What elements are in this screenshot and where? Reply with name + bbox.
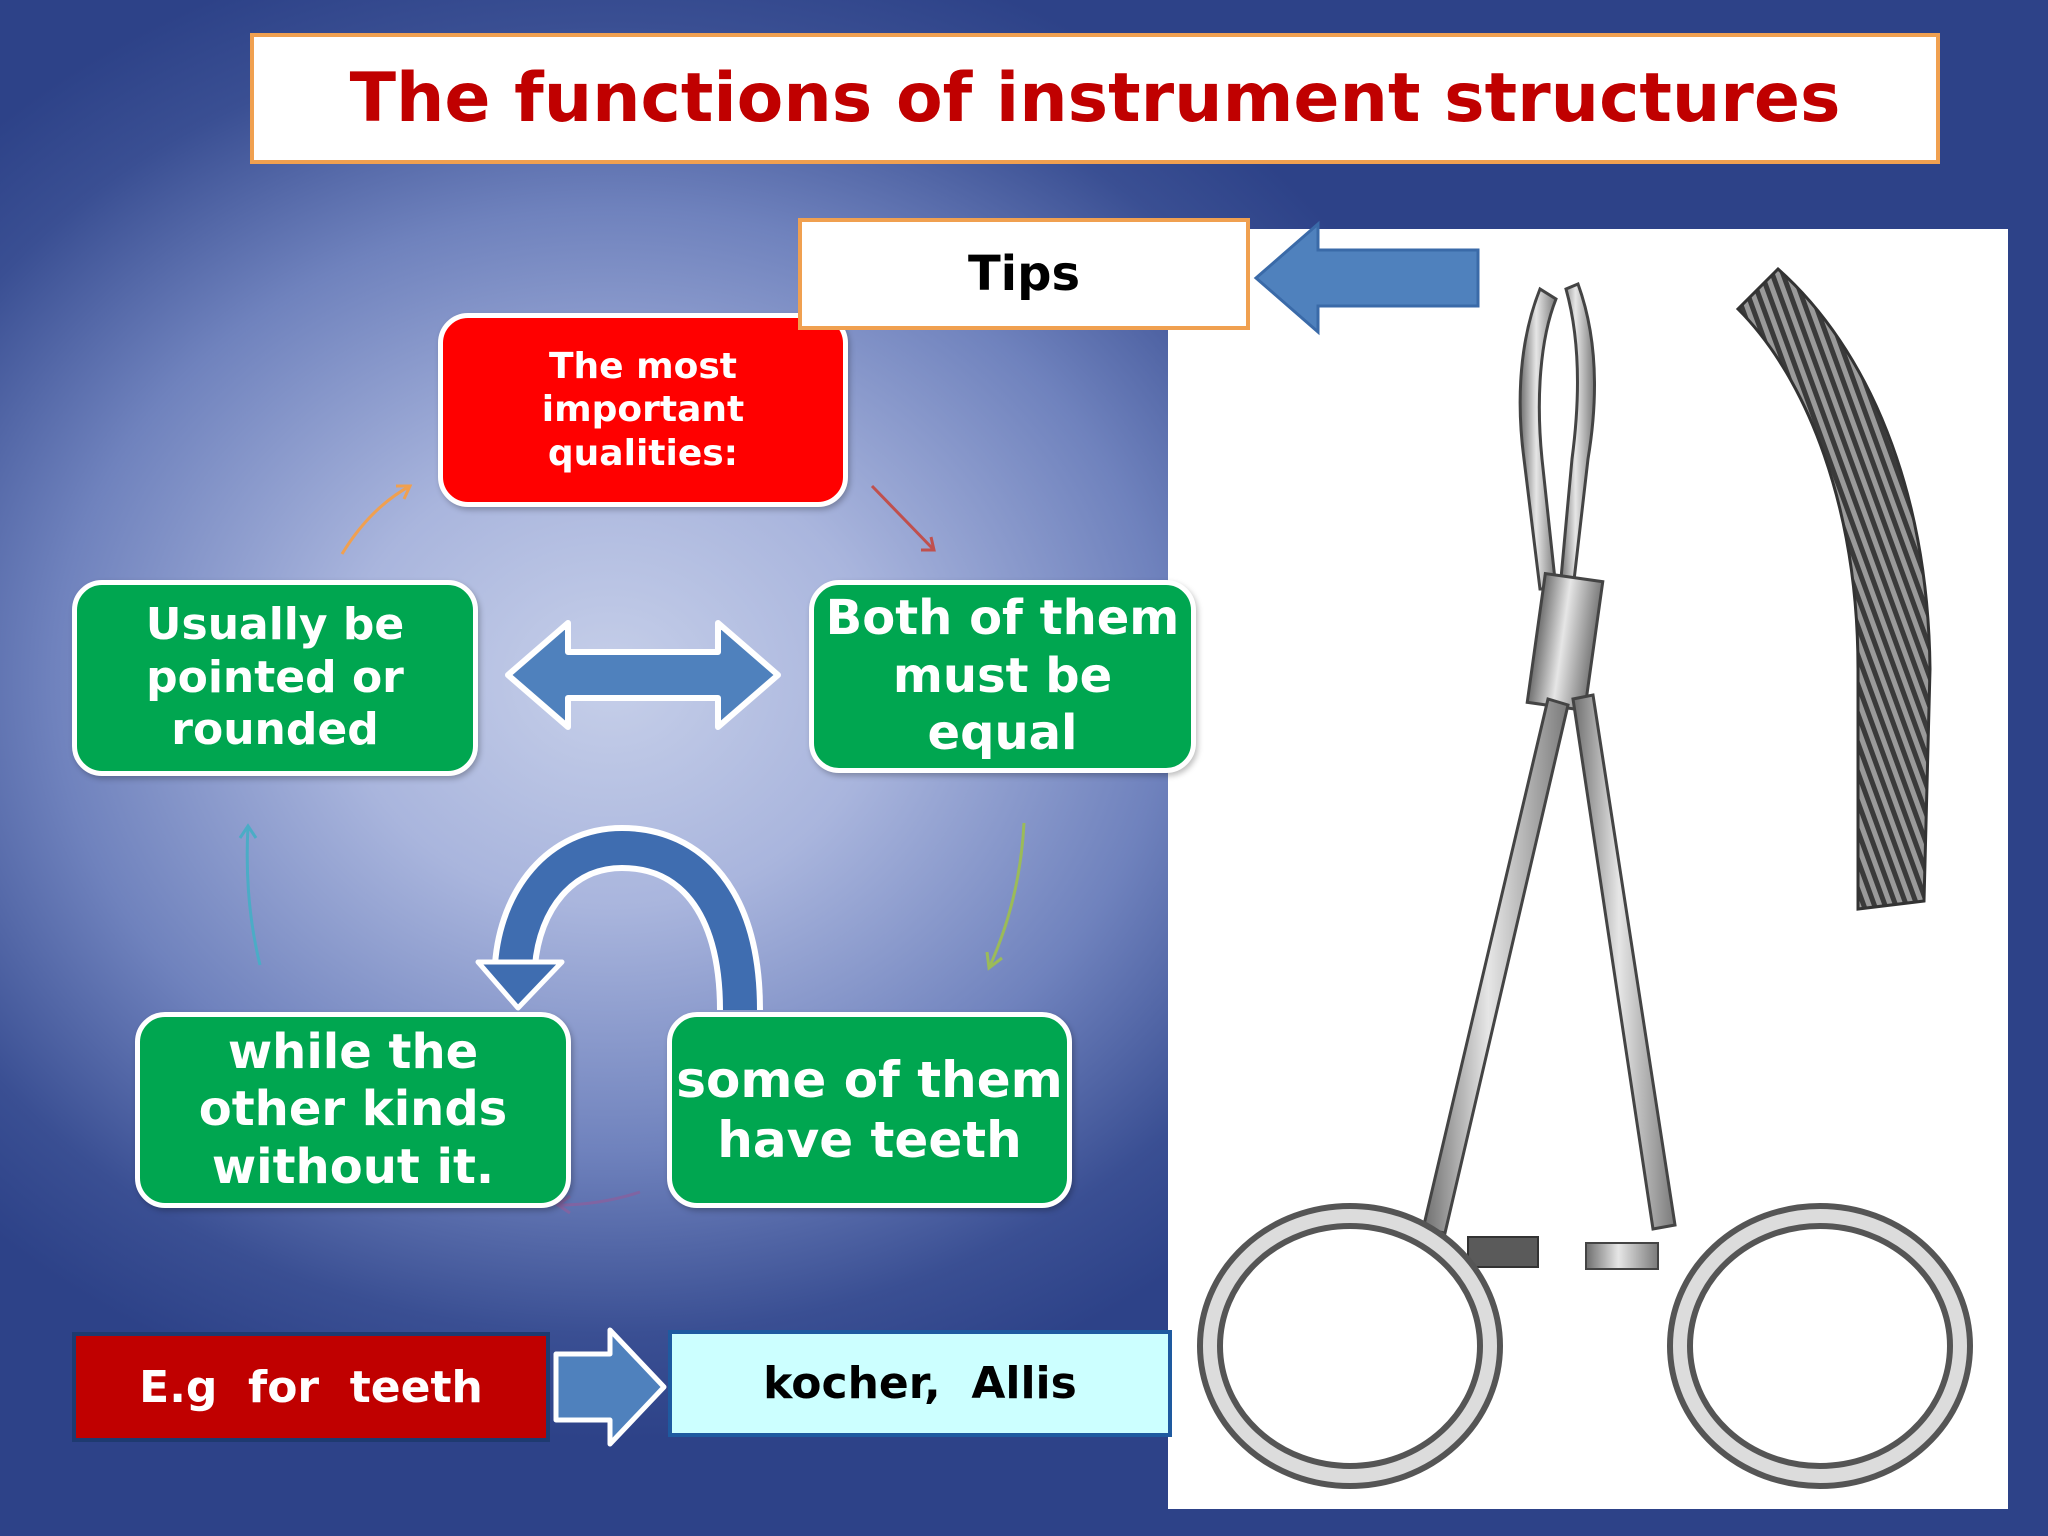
cycle-node-bottom-left: while the other kinds without it. [135, 1012, 571, 1208]
example-arrow [553, 1327, 667, 1447]
cycle-arrow-to-left [245, 825, 262, 966]
cycle-arrow-to-center [340, 484, 411, 555]
slide-title: The functions of instrument structures [349, 59, 1841, 138]
tips-pointer-arrow [1253, 220, 1480, 336]
cycle-arrow-to-right [870, 484, 936, 552]
cycle-node-center: The most important qualities: [438, 313, 848, 507]
example-label: E.g for teeth [139, 1361, 483, 1413]
cycle-node-right: Both of them must be equal [809, 580, 1196, 773]
cycle-arrow-to-bottom-right [987, 822, 1026, 969]
tips-label: Tips [967, 246, 1081, 302]
double-arrow [505, 620, 781, 730]
example-label-box: E.g for teeth [72, 1332, 550, 1442]
example-value-box: kocher, Allis [668, 1330, 1172, 1437]
example-value: kocher, Allis [763, 1358, 1077, 1409]
forceps-image [1168, 229, 2008, 1509]
cycle-arrow-to-bottom-left [557, 1190, 641, 1207]
cycle-node-left: Usually be pointed or rounded [72, 580, 478, 776]
cycle-node-bottom-right: some of them have teeth [667, 1012, 1072, 1208]
tips-label-box: Tips [798, 218, 1250, 330]
slide-title-box: The functions of instrument structures [250, 33, 1940, 164]
